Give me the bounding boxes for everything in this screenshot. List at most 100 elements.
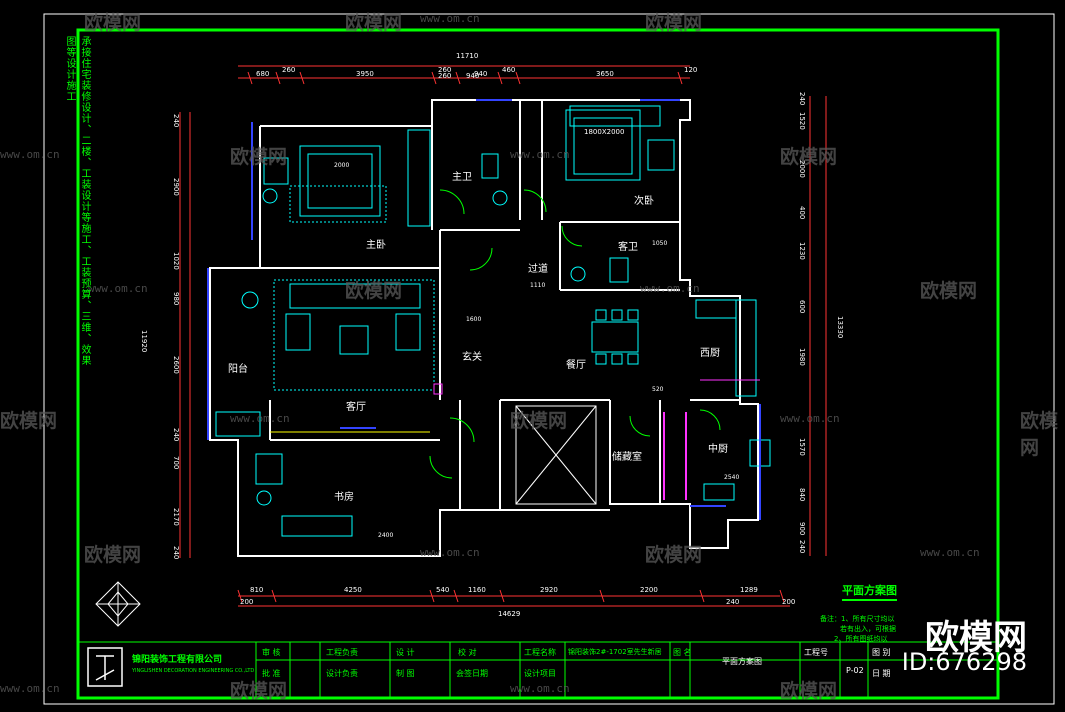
master-chair <box>263 157 289 185</box>
room-label-storage-room: 储藏室 <box>612 452 642 463</box>
watermark-logo: 欧模网 <box>1020 410 1059 459</box>
dim-label: 2920 <box>540 586 558 594</box>
dim-label: 1050 <box>652 240 668 247</box>
dim-label: 2000 <box>798 160 806 178</box>
tb-design-item: 设计项目 <box>524 669 556 678</box>
tb-check: 校 对 <box>458 648 477 657</box>
toilet <box>481 153 499 179</box>
tb-design: 设 计 <box>396 648 415 657</box>
company-logo-mark <box>87 647 123 687</box>
dim-label: 2600 <box>172 356 180 374</box>
tb-drawing-name: 平面方案图 <box>722 657 762 666</box>
inner-frame <box>76 28 1000 700</box>
tb-drawing-no: P-02 <box>846 666 864 675</box>
stove <box>703 483 735 501</box>
walls <box>209 99 759 557</box>
dim-label: 940 <box>466 72 480 80</box>
dim-label: 520 <box>652 386 664 393</box>
watermark-url: www.om.cn <box>780 412 840 425</box>
watermark-logo: 欧模网 <box>345 12 403 34</box>
washer-area <box>215 411 261 437</box>
tb-draw: 制 图 <box>396 669 415 678</box>
watermark-logo: 欧模网 <box>780 146 838 168</box>
dim-label: 1020 <box>172 252 180 270</box>
bed-dim-label: 2000 <box>334 162 350 169</box>
dim-label: 260 <box>438 66 452 74</box>
dim-label: 240 <box>172 114 180 128</box>
dim-label: 1160 <box>468 586 486 594</box>
watermark-url: www.om.cn <box>920 546 980 559</box>
tb-sheet-label: 图 别 <box>872 648 891 657</box>
dim-label: 980 <box>172 292 180 306</box>
dim-label: 680 <box>256 70 270 78</box>
dim-label: 120 <box>684 66 698 74</box>
watermark-logo: 欧模网 <box>510 410 568 432</box>
dim-label: 810 <box>250 586 264 594</box>
living-rug <box>273 279 435 391</box>
dim-label: 540 <box>436 586 450 594</box>
coffee-table <box>339 325 369 355</box>
tb-project-director: 工程负责 <box>326 648 358 657</box>
note-line: 备注：1、所有尺寸均以 <box>820 615 895 623</box>
note-line: 2、所有图纸均以 <box>834 635 888 643</box>
tb-date-label: 会签日期 <box>456 669 488 678</box>
drawing-title: 平面方案图 <box>842 582 897 601</box>
watermark-url: www.om.cn <box>0 148 60 161</box>
dim-label: 260 <box>438 72 452 80</box>
dim-label: 240 <box>798 92 806 106</box>
watermark-logo: 欧模网 <box>345 280 403 302</box>
room-label-corridor: 过道 <box>528 264 548 275</box>
dim-label: 3650 <box>596 70 614 78</box>
dim-label: 240 <box>726 598 740 606</box>
watermark-logo: 欧模网 <box>84 12 142 34</box>
room-label-western-kitchen: 西厨 <box>700 348 720 359</box>
master-bed <box>299 145 381 217</box>
watermark-url: www.om.cn <box>640 282 700 295</box>
north-compass <box>95 581 141 627</box>
watermark-url: www.om.cn <box>420 12 480 25</box>
accent-lines <box>207 99 761 520</box>
dim-label: 1600 <box>466 316 482 323</box>
dim-label: 240 <box>798 540 806 554</box>
dim-label: 1110 <box>530 282 546 289</box>
tb-design-director: 设计负责 <box>326 669 358 678</box>
brand-id: ID:676298 <box>901 648 1027 676</box>
room-label-master-bath: 主卫 <box>452 172 472 183</box>
dim-label: 260 <box>282 66 296 74</box>
dimension-ticks <box>237 71 785 603</box>
room-label-balcony: 阳台 <box>228 364 248 375</box>
dim-label: 240 <box>172 546 180 560</box>
room-label-chinese-kitchen: 中厨 <box>708 444 728 455</box>
dim-label: 400 <box>798 206 806 220</box>
tb-approve: 批 准 <box>262 669 281 678</box>
room-label-second-bedroom: 次卧 <box>634 196 654 207</box>
tb-project-name: 锦阳装饰2#-1702室先生新居 <box>568 648 662 656</box>
dim-label: 600 <box>798 300 806 314</box>
left-total-dim: 11920 <box>140 330 148 353</box>
study-desk <box>281 515 353 537</box>
watermark-url: www.om.cn <box>510 148 570 161</box>
dim-label: 940 <box>474 70 488 78</box>
west-kitchen-counter <box>695 299 737 319</box>
dim-label: 1230 <box>798 242 806 260</box>
watermark-url: www.om.cn <box>230 412 290 425</box>
doors <box>429 189 721 479</box>
second-bed <box>565 109 641 181</box>
room-label-guest-bath: 客卫 <box>618 242 638 253</box>
dim-label: 2900 <box>172 178 180 196</box>
dim-label: 4250 <box>344 586 362 594</box>
dining-table <box>591 321 639 353</box>
watermark-logo: 欧模网 <box>645 544 703 566</box>
tb-audit: 审 核 <box>262 648 281 657</box>
company-name: 锦阳装饰工程有限公司 <box>132 655 223 665</box>
brand-logo: 欧模网 <box>925 618 1027 658</box>
bottom-total-dim: 14629 <box>498 610 521 618</box>
watermark-logo: 欧模网 <box>84 544 142 566</box>
wardrobe <box>407 129 431 227</box>
dim-label: 1289 <box>740 586 758 594</box>
right-total-dim: 13330 <box>836 316 844 339</box>
room-label-dining-room: 餐厅 <box>566 360 586 371</box>
watermark-logo: 欧模网 <box>780 680 838 702</box>
watermark-url: www.om.cn <box>510 682 570 695</box>
